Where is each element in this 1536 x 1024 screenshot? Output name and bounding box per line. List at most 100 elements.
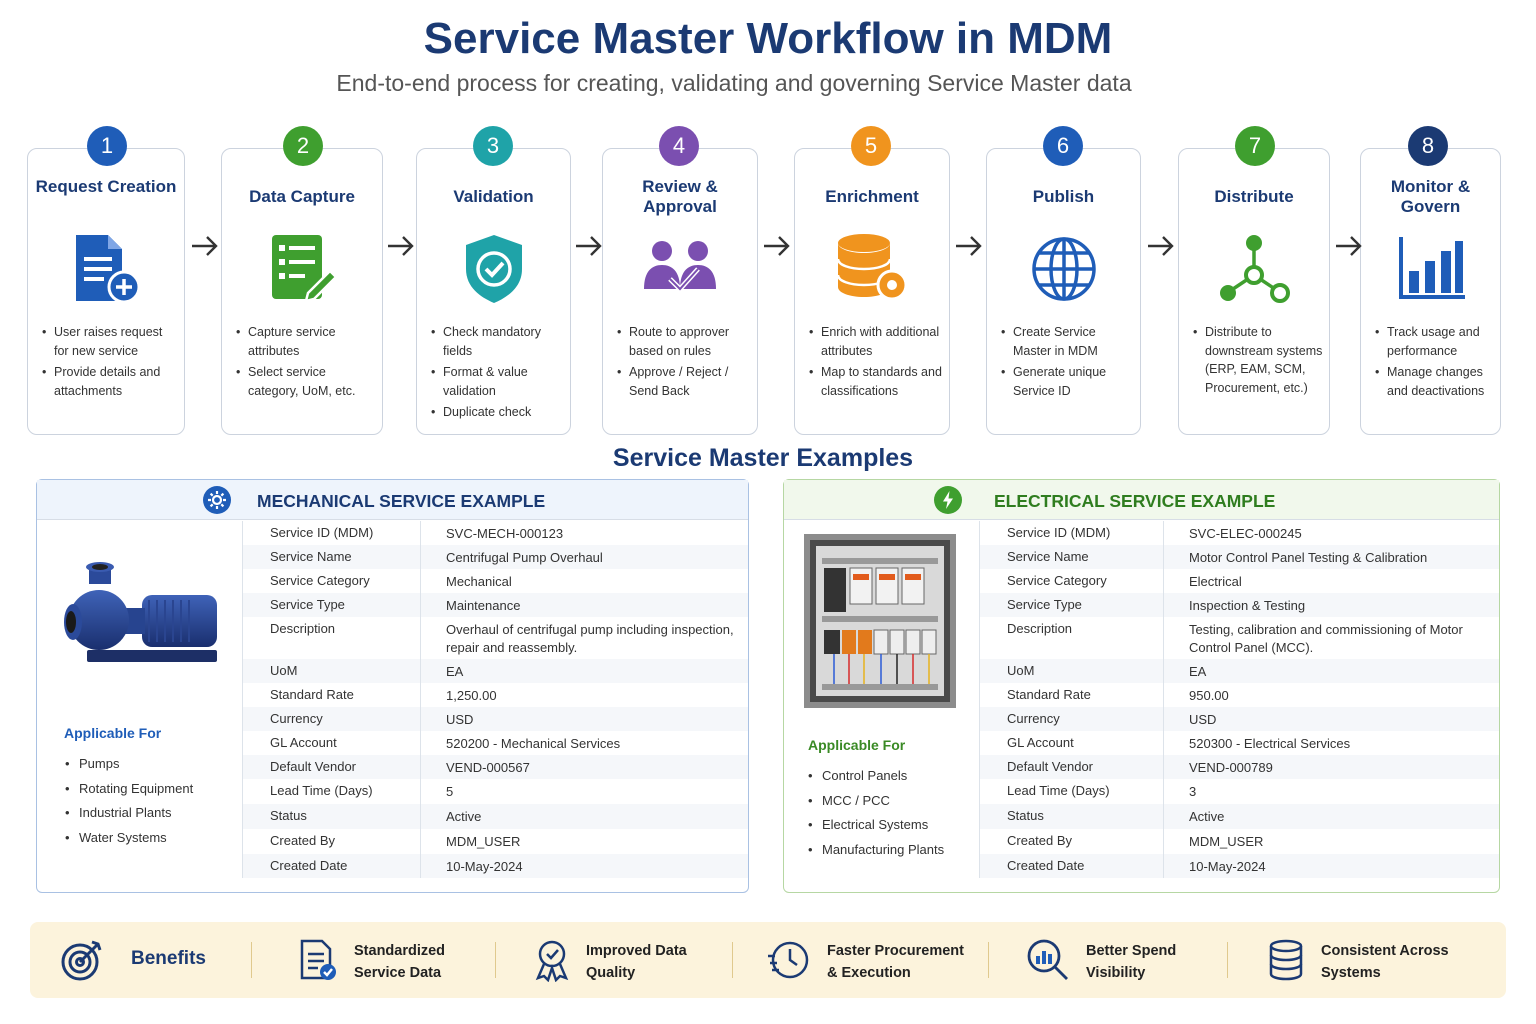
benefits-label: Benefits [131, 948, 206, 969]
step-bullet: Track usage and performance [1373, 323, 1494, 360]
attribute-name: Created By [270, 833, 336, 848]
attribute-name: Service Category [1007, 573, 1107, 588]
electrical-panel-header: ELECTRICAL SERVICE EXAMPLE [784, 480, 1499, 520]
step-number-badge: 8 [1408, 126, 1448, 166]
attribute-value: MDM_USER [1189, 834, 1264, 849]
attribute-value: SVC-MECH-000123 [446, 526, 564, 541]
attribute-value: 5 [446, 784, 454, 799]
workflow-step-6: PublishCreate Service Master in MDMGener… [986, 148, 1141, 435]
table-divider [1163, 521, 1164, 878]
attribute-value: Centrifugal Pump Overhaul [446, 550, 603, 565]
benefit-divider [732, 942, 733, 978]
attribute-value: Motor Control Panel Testing & Calibratio… [1189, 550, 1428, 565]
electrical-panel-title: ELECTRICAL SERVICE EXAMPLE [994, 491, 1276, 511]
attribute-value: Electrical [1189, 574, 1242, 589]
network-share-icon [1216, 231, 1292, 307]
step-bullets: Route to approver based on rulesApprove … [615, 323, 751, 403]
step-bullet: Manage changes and deactivations [1373, 363, 1494, 400]
applicable-item: Pumps [65, 752, 193, 777]
flow-arrow-icon [386, 232, 416, 260]
lightning-icon [934, 486, 962, 514]
attribute-name: Standard Rate [270, 687, 354, 702]
workflow-step-4: Review & ApprovalRoute to approver based… [602, 148, 758, 435]
step-number-badge: 5 [851, 126, 891, 166]
table-row: Service Name Motor Control Panel Testing … [979, 545, 1499, 569]
benefit-text: Faster Procurement & Execution [827, 943, 964, 981]
users-approval-icon [642, 231, 718, 307]
benefit-text: Standardized Service Data [354, 943, 446, 981]
bar-chart-icon [1393, 231, 1469, 307]
electrical-applicable-label: Applicable For [808, 737, 906, 753]
step-bullets: Track usage and performanceManage change… [1373, 323, 1494, 403]
step-bullets: Enrich with additional attributesMap to … [807, 323, 943, 403]
step-bullet: Generate unique Service ID [999, 363, 1134, 400]
step-number-badge: 2 [283, 126, 323, 166]
attribute-value: Active [446, 809, 482, 824]
step-bullet: Create Service Master in MDM [999, 323, 1134, 360]
mechanical-panel-title: MECHANICAL SERVICE EXAMPLE [257, 491, 546, 511]
step-bullet: Enrich with additional attributes [807, 323, 943, 360]
attribute-value: Maintenance [446, 598, 521, 613]
step-number-badge: 4 [659, 126, 699, 166]
table-row: UoM EA [979, 659, 1499, 683]
attribute-value: 1,250.00 [446, 688, 497, 703]
attribute-name: Service Name [1007, 549, 1089, 564]
attribute-name: Service ID (MDM) [270, 525, 374, 540]
attribute-name: UoM [1007, 663, 1035, 678]
attribute-value: Mechanical [446, 574, 512, 589]
motor-control-panel-image [804, 534, 956, 708]
attribute-value: 520200 - Mechanical Services [446, 736, 621, 751]
attribute-value: 950.00 [1189, 688, 1229, 703]
attribute-name: Service Type [270, 597, 345, 612]
workflow-step-2: Data CaptureCapture service attributesSe… [221, 148, 383, 435]
attribute-name: Created By [1007, 833, 1073, 848]
applicable-item: Electrical Systems [808, 813, 944, 838]
flow-arrow-icon [1146, 232, 1176, 260]
database-icon [1264, 938, 1308, 982]
applicable-item: Rotating Equipment [65, 777, 193, 802]
page-subtitle: End-to-end process for creating, validat… [336, 70, 1132, 96]
attribute-name: Created Date [270, 858, 348, 873]
attribute-value: EA [446, 664, 464, 679]
step-bullet: Map to standards and classifications [807, 363, 943, 400]
attribute-value: Active [1189, 809, 1225, 824]
attribute-value: 3 [1189, 784, 1197, 799]
mechanical-applicable-list: PumpsRotating EquipmentIndustrial Plants… [65, 752, 193, 850]
attribute-value: USD [1189, 712, 1217, 727]
step-title: Monitor & Govern [1390, 177, 1471, 216]
attribute-name: Lead Time (Days) [270, 783, 373, 798]
attribute-value: SVC-ELEC-000245 [1189, 526, 1302, 541]
benefit-divider [1227, 942, 1228, 978]
flow-arrow-icon [762, 232, 792, 260]
award-ribbon-icon [530, 938, 574, 983]
flow-arrow-icon [190, 232, 220, 260]
attribute-name: Default Vendor [270, 759, 357, 774]
attribute-value: Testing, calibration and commissioning o… [1189, 622, 1463, 655]
benefit-divider [251, 942, 252, 978]
step-title: Enrichment [825, 187, 919, 206]
gear-icon [203, 486, 231, 514]
applicable-item: Control Panels [808, 764, 944, 789]
step-title: Distribute [1214, 187, 1294, 206]
attribute-value: EA [1189, 664, 1207, 679]
step-number-badge: 6 [1043, 126, 1083, 166]
step-bullet: Route to approver based on rules [615, 323, 751, 360]
electrical-applicable-list: Control PanelsMCC / PCCElectrical System… [808, 764, 944, 862]
attribute-name: UoM [270, 663, 298, 678]
step-bullet: Select service category, UoM, etc. [234, 363, 376, 400]
centrifugal-pump-image [57, 550, 227, 680]
attribute-value: USD [446, 712, 474, 727]
workflow-step-1: Request CreationUser raises request for … [27, 148, 185, 435]
flow-arrow-icon [574, 232, 604, 260]
table-row: Service Category Electrical [979, 569, 1499, 593]
